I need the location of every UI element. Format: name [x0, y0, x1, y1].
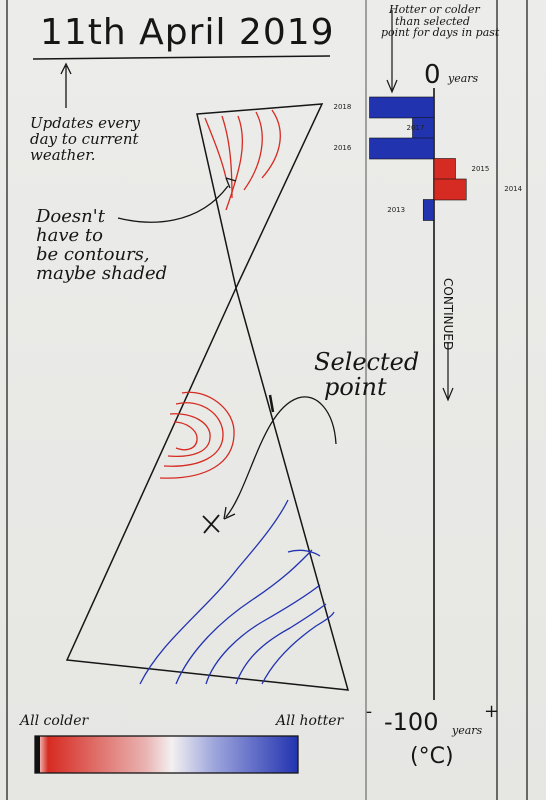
contours-note-arrow — [117, 185, 229, 223]
histogram-unit-celsius: (°C) — [410, 744, 454, 769]
contours-hot-top — [204, 109, 281, 211]
histogram-year-label: 2015 — [471, 164, 490, 173]
histogram-bottom-label: -100 — [384, 708, 439, 736]
selected-note-arrowhead — [223, 506, 236, 520]
contours-hot-middle — [159, 391, 235, 479]
histogram-year-label: 2013 — [387, 205, 406, 214]
continued-arrow-head — [442, 387, 454, 402]
note-updates-line: day to current — [30, 129, 139, 148]
contours-cold-bottom — [139, 499, 335, 685]
histogram-bar-2015 — [433, 158, 456, 180]
histogram-header-line: than selected — [395, 14, 470, 28]
legend-left-label: All colder — [20, 713, 89, 729]
note-contours-line: be contours, — [36, 243, 150, 265]
history-histogram — [369, 88, 467, 700]
note-selected: Selected point — [314, 348, 420, 402]
title-underline — [32, 55, 331, 60]
histogram-zero-unit: years — [448, 72, 479, 85]
histogram-bar-2016 — [369, 137, 435, 160]
map-tick-mark — [268, 394, 275, 413]
histogram-bar-2013 — [422, 199, 435, 221]
selected-note-arrow — [225, 396, 337, 518]
note-selected-line: Selected — [314, 348, 420, 376]
note-contours-line: Doesn't — [36, 206, 105, 227]
contours-note-arrowhead — [225, 177, 237, 189]
histogram-bar-2014 — [433, 178, 467, 201]
histogram-bar-2018 — [369, 96, 435, 119]
histogram-header-note: Hotter or colder than selected point for… — [381, 4, 499, 39]
histogram-year-label: 2016 — [333, 144, 352, 152]
histogram-bottom-unit: years — [452, 724, 483, 737]
legend-end-cap — [35, 736, 40, 773]
selected-point-marker[interactable] — [202, 514, 220, 534]
map-top-triangle — [196, 103, 324, 291]
legend-right-label: All hotter — [276, 713, 344, 729]
histogram-bars — [369, 96, 467, 221]
histogram-year-label: 2018 — [333, 103, 352, 111]
histogram-continued-label: CONTINUED — [441, 278, 455, 351]
histogram-header-arrow — [386, 10, 398, 94]
page-title: 11th April 2019 — [40, 12, 335, 53]
note-updates: Updates every day to current weather. — [30, 114, 141, 164]
note-updates-line: weather. — [30, 145, 96, 164]
note-updates-line: Updates every — [30, 114, 141, 132]
note-contours: Doesn't have to be contours, maybe shade… — [36, 206, 168, 284]
histogram-header-line: point for days in past — [381, 26, 500, 40]
legend-gradient-bar — [34, 735, 299, 774]
note-contours-line: have to — [36, 224, 103, 246]
histogram-zero-label: 0 — [424, 60, 441, 90]
title-arrow — [60, 62, 72, 108]
histogram-header-line: Hotter or colder — [389, 3, 480, 16]
axis-plus-sign: + — [484, 701, 500, 722]
axis-minus-sign: - — [366, 701, 373, 722]
histogram-year-label: 2014 — [504, 185, 523, 193]
map-bottom-triangle — [65, 285, 350, 691]
note-contours-line: maybe shaded — [36, 262, 168, 284]
note-selected-line: point — [324, 373, 387, 402]
histogram-year-label: 2017 — [406, 123, 425, 132]
region-map[interactable] — [65, 103, 350, 691]
